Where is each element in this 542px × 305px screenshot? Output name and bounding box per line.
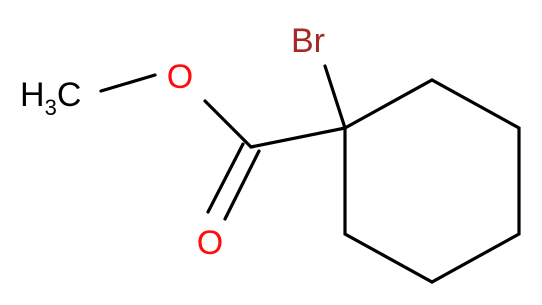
bond-oxygen-carbonyl-carbon	[203, 99, 253, 149]
bond-carbonyl-carbon-oxygen-1	[206, 142, 245, 214]
bond-methyl-oxygen	[99, 73, 157, 93]
bonds	[99, 64, 521, 284]
bond-ring-bromine	[323, 64, 347, 130]
methyl-label: H3C	[20, 76, 81, 120]
bond-carbonyl-carbon-oxygen-2	[223, 149, 261, 221]
ester-oxygen-label: O	[167, 58, 193, 96]
bromine-label: Br	[291, 22, 325, 60]
bond-carbonyl-carbon-ring	[249, 126, 347, 149]
atom-labels: H3C O O Br	[20, 22, 325, 262]
cyclohexane-ring	[343, 78, 521, 284]
carbonyl-oxygen-label: O	[197, 224, 223, 262]
